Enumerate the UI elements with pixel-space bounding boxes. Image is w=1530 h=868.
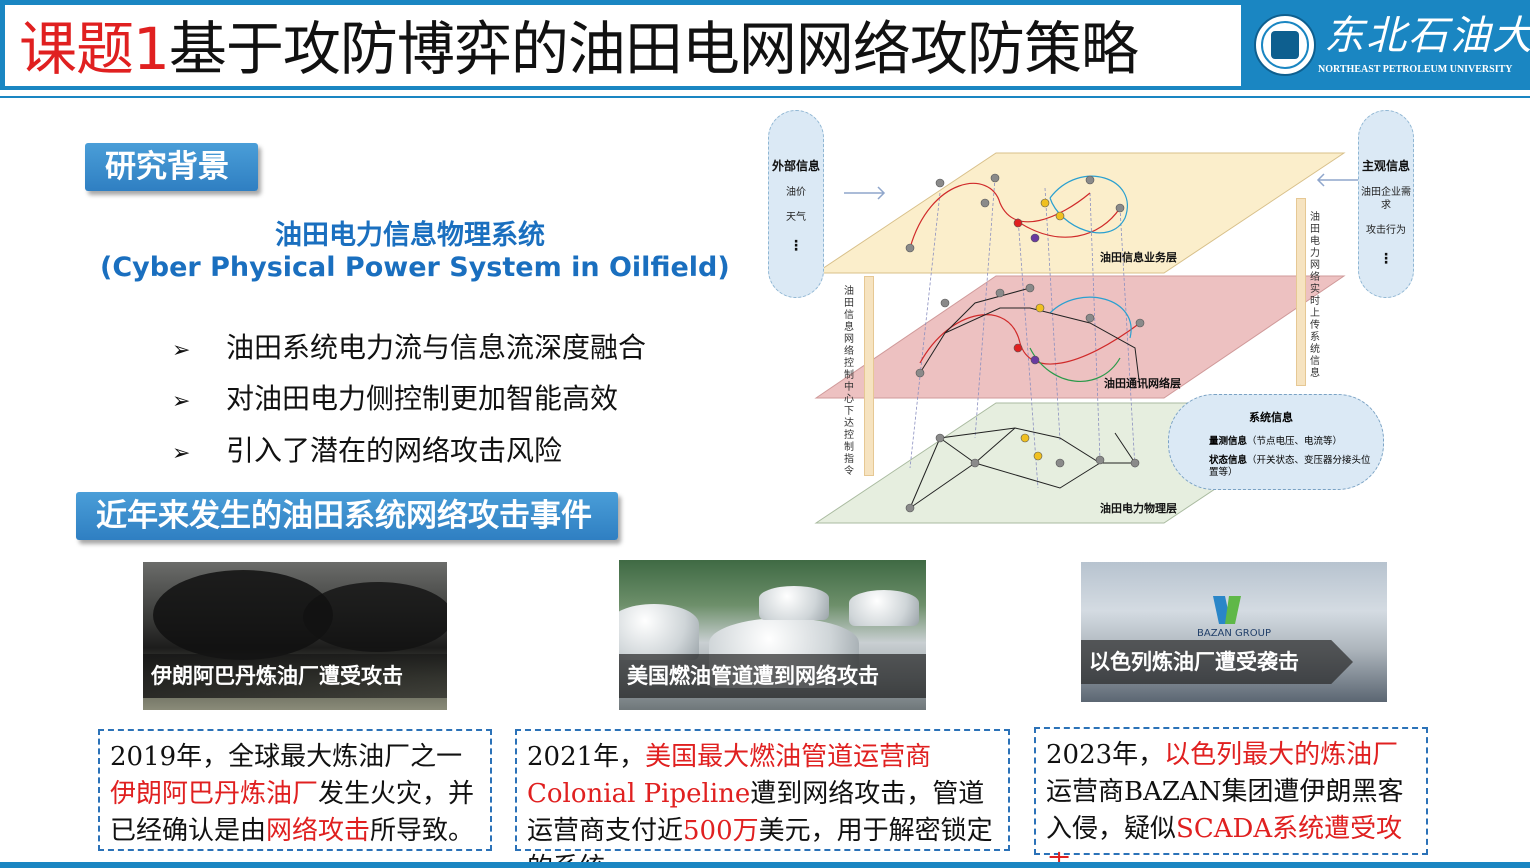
header-divider bbox=[0, 96, 1530, 98]
comm-network-lines bbox=[919, 287, 1141, 389]
page-title: 课题1基于攻防博弈的油田电网网络攻防策略 bbox=[19, 13, 1139, 85]
bazan-logo-icon bbox=[1213, 596, 1241, 624]
uplink-label: 油田电力网络实时上传系统信息 bbox=[1310, 212, 1320, 379]
layer-label-info: 油田信息业务层 bbox=[1100, 251, 1177, 264]
desc-text: 遭到网络攻击，管道运营商支付近 bbox=[527, 779, 985, 846]
info-layer-plane bbox=[814, 152, 1346, 274]
photo-caption: 以色列炼油厂遭受袭击 bbox=[1081, 640, 1353, 684]
arrow-bullet-icon: ➢ bbox=[172, 338, 191, 363]
bullet-item: ➢ 对油田电力侧控制更加智能高效 bbox=[172, 377, 618, 417]
cloud-row-status: 状态信息（开关状态、变压器分接头位置等） bbox=[1209, 455, 1371, 478]
desc-text: 2023年， bbox=[1046, 740, 1165, 770]
bazan-refinery-photo: BAZAN GROUP 以色列炼油厂遭受袭击 bbox=[1081, 562, 1387, 702]
network-nodes bbox=[905, 173, 1145, 513]
university-brand: 东北石油大学 NORTHEAST PETROLEUM UNIVERSITY bbox=[1246, 4, 1530, 86]
section-chip-events: 近年来发生的油田系统网络攻击事件 bbox=[76, 492, 618, 540]
layer-graph bbox=[814, 152, 1358, 524]
desc-text: 所导致。 bbox=[370, 816, 475, 846]
university-name-cn: 东北石油大学 bbox=[1324, 13, 1530, 59]
arrow-bullet-icon: ➢ bbox=[172, 441, 191, 466]
downlink-label: 油田信息网络控制中心下达控制指令 bbox=[844, 286, 854, 477]
layer-label-comm: 油田通讯网络层 bbox=[1104, 377, 1181, 390]
key-nodes bbox=[1013, 198, 1065, 461]
cps-title: 油田电力信息物理系统 bbox=[275, 220, 545, 251]
bazan-logo-text: BAZAN GROUP bbox=[1197, 628, 1271, 639]
university-name-en: NORTHEAST PETROLEUM UNIVERSITY bbox=[1318, 64, 1513, 75]
university-seal-icon bbox=[1254, 14, 1316, 76]
title-text: 基于攻防博弈的油田电网网络攻防策略 bbox=[168, 15, 1139, 83]
desc-highlight: 伊朗阿巴丹炼油厂 bbox=[110, 779, 319, 809]
bullet-text: 油田系统电力流与信息流深度融合 bbox=[226, 331, 647, 364]
external-info-oval: 外部信息 油价 天气 ⋮ bbox=[768, 110, 824, 298]
desc-highlight: 网络攻击 bbox=[266, 816, 371, 846]
bullet-text: 引入了潜在的网络攻击风险 bbox=[226, 434, 563, 467]
more-icon: ⋮ bbox=[789, 238, 803, 254]
layer-label-power: 油田电力物理层 bbox=[1100, 502, 1177, 515]
oval-title: 主观信息 bbox=[1361, 159, 1410, 173]
system-info-cloud: 系统信息 量测信息（节点电压、电流等） 状态信息（开关状态、变压器分接头位置等） bbox=[1168, 394, 1384, 490]
event-description-colonial: 2021年，美国最大燃油管道运营商Colonial Pipeline遭到网络攻击… bbox=[515, 729, 1010, 868]
oval-item: 油价 bbox=[786, 187, 806, 198]
event-description-abadan: 2019年，全球最大炼油厂之一伊朗阿巴丹炼油厂发生火灾，并已经确认是由网络攻击所… bbox=[98, 729, 492, 851]
cps-layer-diagram: 外部信息 油价 天气 ⋮ 主观信息 油田企业需求 攻击行为 ⋮ 油田信息网络控制… bbox=[760, 108, 1420, 528]
downlink-arrow bbox=[864, 276, 874, 476]
photo-caption: 美国燃油管道遭到网络攻击 bbox=[619, 654, 926, 698]
cps-subtitle: (Cyber Physical Power System in Oilfield… bbox=[100, 252, 730, 283]
footer-bar bbox=[0, 862, 1530, 868]
input-arrows bbox=[844, 173, 1358, 200]
bullet-item: ➢ 油田系统电力流与信息流深度融合 bbox=[172, 326, 646, 366]
bullet-text: 对油田电力侧控制更加智能高效 bbox=[226, 382, 619, 415]
oval-item: 攻击行为 bbox=[1366, 225, 1406, 236]
inter-layer-links bbox=[909, 177, 1136, 489]
desc-highlight: 美国最大燃油管道运营商Colonial Pipeline bbox=[527, 742, 932, 809]
desc-text: 运营商BAZAN集团遭伊朗黑客入侵，疑似 bbox=[1046, 777, 1404, 844]
subjective-info-oval: 主观信息 油田企业需求 攻击行为 ⋮ bbox=[1358, 110, 1414, 298]
cloud-title: 系统信息 bbox=[1249, 411, 1293, 424]
desc-text: 2021年， bbox=[527, 742, 646, 772]
cloud-row-measure: 量测信息（节点电压、电流等） bbox=[1209, 436, 1343, 447]
colonial-pipeline-photo: 美国燃油管道遭到网络攻击 bbox=[619, 560, 926, 710]
arrow-bullet-icon: ➢ bbox=[172, 389, 191, 414]
comm-layer-plane bbox=[814, 275, 1346, 399]
photo-caption: 伊朗阿巴丹炼油厂遭受攻击 bbox=[143, 654, 447, 698]
desc-text: 发生火灾，并已经确认是由 bbox=[110, 779, 475, 846]
event-description-bazan: 2023年，以色列最大的炼油厂运营商BAZAN集团遭伊朗黑客入侵，疑似SCADA… bbox=[1034, 727, 1428, 868]
more-icon: ⋮ bbox=[1379, 251, 1393, 267]
section-chip-background: 研究背景 bbox=[85, 143, 258, 191]
desc-text: 2019年，全球最大炼油厂之一 bbox=[110, 742, 463, 772]
title-band: 课题1基于攻防博弈的油田电网网络攻防策略 bbox=[4, 4, 1242, 87]
desc-highlight: 以色列最大的炼油厂 bbox=[1164, 740, 1399, 770]
desc-highlight: 500万 bbox=[683, 816, 759, 846]
oval-item: 天气 bbox=[786, 212, 806, 223]
bullet-item: ➢ 引入了潜在的网络攻击风险 bbox=[172, 429, 562, 469]
abadan-refinery-photo: 伊朗阿巴丹炼油厂遭受攻击 bbox=[143, 562, 447, 710]
oval-title: 外部信息 bbox=[771, 159, 820, 173]
uplink-arrow bbox=[1296, 198, 1306, 386]
oval-item: 油田企业需求 bbox=[1361, 187, 1411, 211]
title-number: 课题1 bbox=[19, 15, 170, 83]
info-flow-blue bbox=[1049, 175, 1132, 339]
